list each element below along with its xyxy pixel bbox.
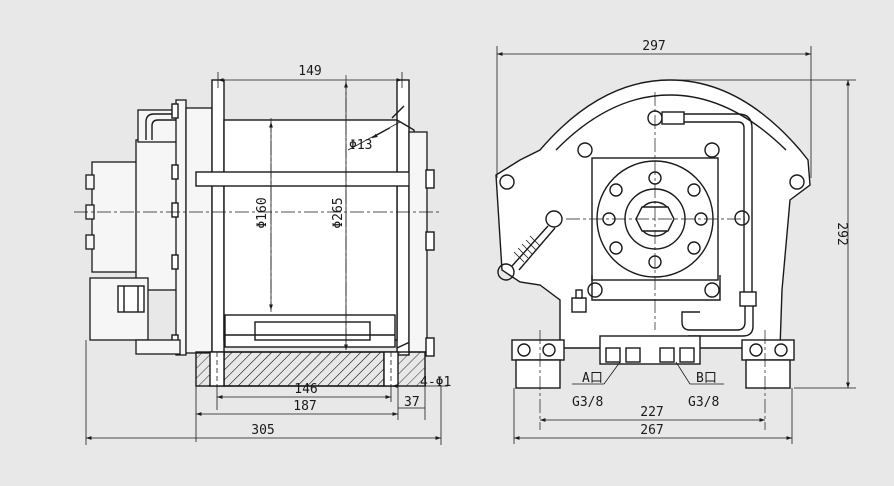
base-plate	[195, 351, 426, 387]
front-view: 297 292 A口 G3/8 B口 G3/8 227 267	[495, 39, 856, 444]
port-a-label: A口	[582, 371, 603, 386]
brake-block	[89, 277, 181, 355]
port-block	[599, 335, 701, 365]
dim-base-edge: 37	[404, 395, 420, 410]
dim-drum-dia: Φ160	[255, 197, 270, 228]
motor-housing	[85, 99, 213, 356]
drum-assembly	[195, 79, 435, 357]
dim-drum-width: 149	[298, 64, 321, 79]
port-b-label: B口	[696, 371, 717, 386]
hydraulic-pipe	[647, 110, 757, 337]
tension-spring	[497, 210, 563, 281]
dim-overall-length: 305	[251, 423, 274, 438]
dim-base-length: 267	[640, 423, 663, 438]
port-b-thread: G3/8	[688, 395, 719, 410]
dim-overall-height: 292	[834, 222, 849, 245]
bolt-holes-front	[499, 142, 805, 298]
dim-bolt-spec: 4-Φ1	[420, 375, 451, 390]
side-view: 149 Φ13 Φ160 Φ265 146 187 37 4-Φ1	[74, 64, 451, 445]
dim-overall-width: 297	[642, 39, 665, 54]
front-dimensions: 297 292 A口 G3/8 B口 G3/8 227 267	[496, 39, 856, 444]
dim-bolt-spacing: 227	[640, 405, 663, 420]
port-a-thread: G3/8	[572, 395, 603, 410]
dim-flange-dia: Φ265	[331, 197, 346, 228]
dim-hole-dia: Φ13	[349, 138, 372, 153]
base-feet	[511, 339, 795, 389]
side-dimensions: 149 Φ13 Φ160 Φ265 146 187 37 4-Φ1	[85, 64, 451, 445]
dim-base-holes: 146	[294, 382, 317, 397]
dim-base-width: 187	[293, 399, 316, 414]
